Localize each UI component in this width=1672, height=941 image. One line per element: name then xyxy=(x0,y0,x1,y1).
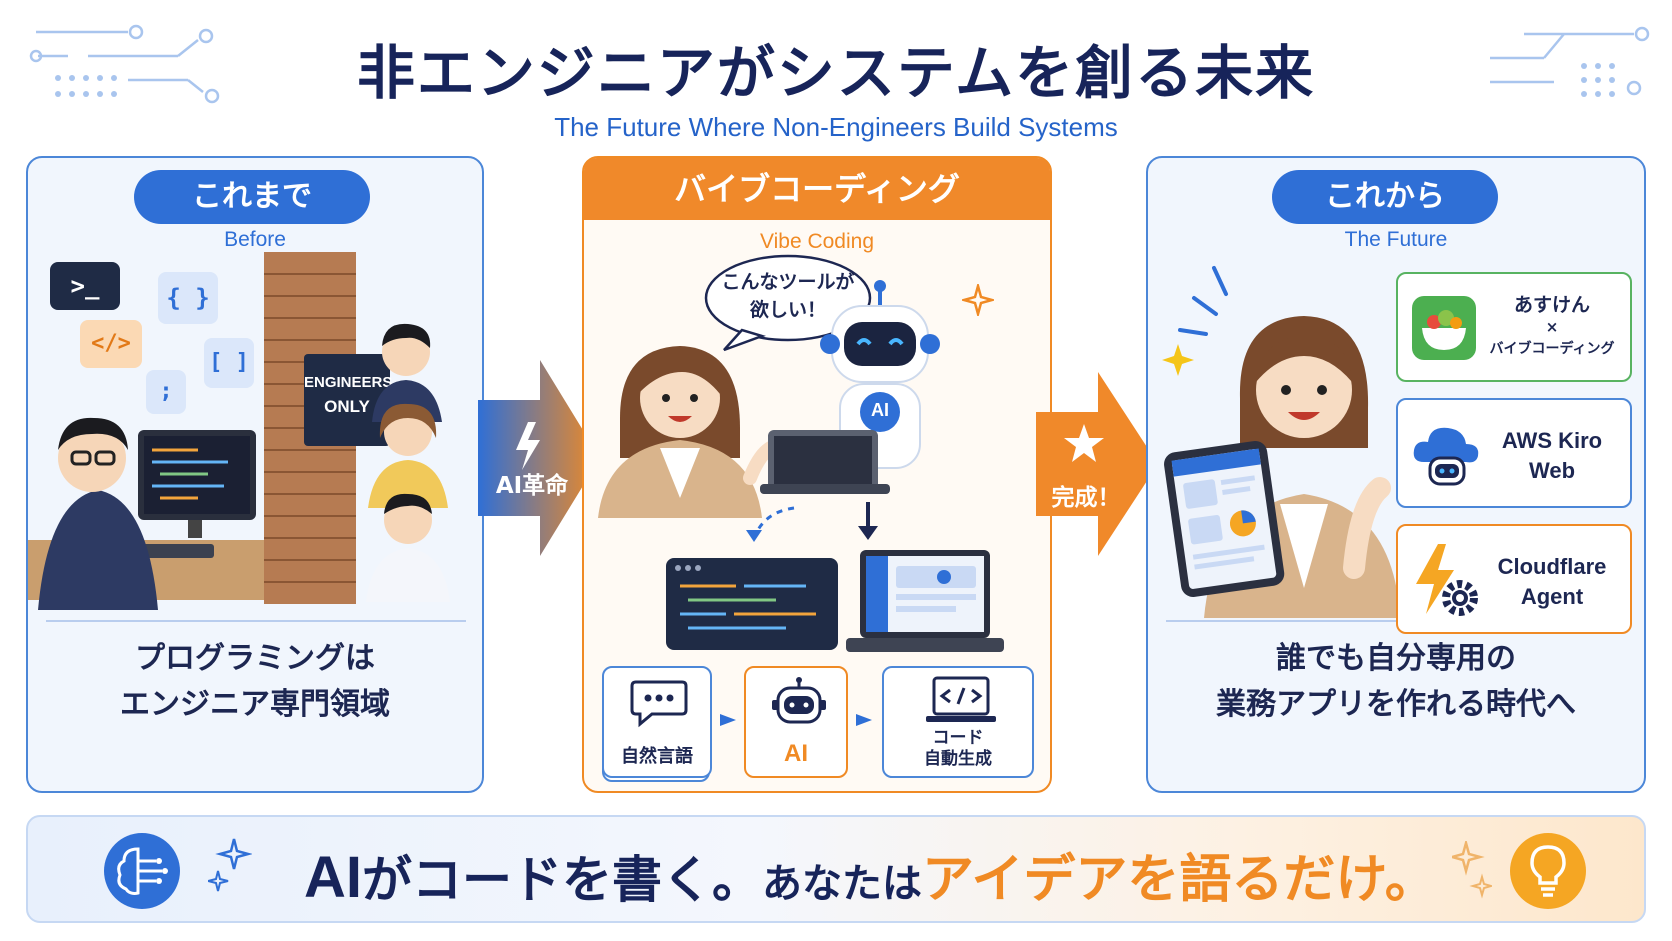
speech-line-2: 欲しい！ xyxy=(749,299,826,321)
before-divider xyxy=(46,620,466,622)
card-aws-line-1: AWS Kiro xyxy=(1501,428,1603,453)
speech-bubble-icon xyxy=(630,680,688,728)
sign-line-2: ONLY xyxy=(324,397,370,416)
before-caption-line-2: エンジニア専門領域 xyxy=(120,687,390,722)
code-editor-screen xyxy=(666,558,838,650)
sparkle-icon xyxy=(962,284,994,316)
flow-arrows xyxy=(746,502,878,542)
engineers-only-sign: ENGINEERS ONLY xyxy=(304,354,393,446)
card-aws-line-2: Web xyxy=(1528,458,1576,483)
card-asken-line-2: × xyxy=(1545,318,1559,336)
banner-part-1: AI xyxy=(304,845,362,910)
card-cloudflare-agent[interactable]: Cloudflare Agent xyxy=(1396,524,1632,634)
future-caption: 誰でも自分専用の 業務アプリを作れる時代へ xyxy=(1148,636,1644,728)
waiting-people-illustration xyxy=(366,323,450,602)
flow-label-code-gen-line-2: 自動生成 xyxy=(924,749,992,769)
card-asken-line-1: あすけん xyxy=(1513,294,1590,316)
happy-woman-tablet-illustration xyxy=(1162,266,1400,618)
before-panel: これまで Before >_ { } </> [ ] ; xyxy=(26,156,484,793)
vibe-coding-header: バイブコーディング xyxy=(584,158,1050,220)
arrow-1-label: AI革命 xyxy=(495,473,569,499)
robot-chest-label: AI xyxy=(871,400,889,420)
banner-tagline: AIがコードを書く。あなたはアイデアを語るだけ。 xyxy=(304,837,1437,912)
flow-label-code-gen-line-1: コード xyxy=(932,728,984,748)
future-pill: これから xyxy=(1272,170,1498,224)
banner-part-4: アイデアを語るだけ。 xyxy=(922,850,1437,910)
lightbulb-icon xyxy=(1510,833,1586,909)
vibe-coding-sub: Vibe Coding xyxy=(759,230,875,253)
circuit-decoration-left xyxy=(29,24,220,104)
ai-robot-illustration xyxy=(760,280,940,494)
flow-label-code-gen: コード 自動生成 xyxy=(884,728,1032,770)
cloud-robot-icon xyxy=(1413,427,1479,486)
future-sub: The Future xyxy=(1344,228,1448,251)
braces-tile: { } xyxy=(158,272,218,324)
card-asken-vibe-coding[interactable]: あすけん × バイブコーディング xyxy=(1396,272,1632,382)
future-panel: これから The Future 誰でも自分専用の 業務アプリを作れる時代へ xyxy=(1146,156,1646,793)
woman-speaking-illustration xyxy=(598,346,790,518)
robot-icon xyxy=(772,677,826,724)
flow-label-ai: AI xyxy=(784,740,808,767)
speech-bubble-text: こんなツールが 欲しい！ xyxy=(714,268,862,324)
flow-box-ai: AI xyxy=(744,666,848,778)
before-caption: プログラミングは エンジニア専門領域 xyxy=(28,636,482,728)
arrow-2-label: 完成！ xyxy=(1051,485,1121,511)
before-pill: これまで xyxy=(134,170,370,224)
flow-box-code-generation: コード 自動生成 xyxy=(882,666,1034,778)
lightning-gear-icon xyxy=(1416,544,1478,616)
before-sub: Before xyxy=(224,228,286,251)
card-asken-text: あすけん × バイブコーディング xyxy=(1482,294,1622,360)
sparkle-orange-icon xyxy=(1452,841,1492,899)
card-aws-text: AWS Kiro Web xyxy=(1482,426,1622,486)
page-subtitle: The Future Where Non-Engineers Build Sys… xyxy=(554,112,1118,142)
terminal-tile: >_ xyxy=(50,262,120,310)
before-caption-line-1: プログラミングは xyxy=(135,641,375,676)
bottom-banner: AIがコードを書く。あなたはアイデアを語るだけ。 xyxy=(26,815,1646,923)
page-title: 非エンジニアがシステムを創る未来 xyxy=(356,39,1316,107)
code-laptop-icon xyxy=(926,676,996,722)
card-cloudflare-line-1: Cloudflare xyxy=(1497,554,1607,579)
future-caption-line-2: 業務アプリを作れる時代へ xyxy=(1216,687,1576,722)
card-asken-line-3: バイブコーディング xyxy=(1489,341,1615,357)
card-cloudflare-line-2: Agent xyxy=(1520,584,1584,609)
semicolon-tile: ; xyxy=(146,370,186,414)
flow-label-natural-language: 自然言語 xyxy=(621,746,693,767)
speech-line-1: こんなツールが xyxy=(721,271,855,293)
brackets-tile: [ ] xyxy=(204,338,254,388)
complete-arrow xyxy=(1036,372,1158,556)
banner-part-3: あなたは xyxy=(762,861,922,907)
html-tag-tile: </> xyxy=(80,320,142,368)
salad-bowl-icon xyxy=(1412,296,1476,360)
sparkle-blue-icon xyxy=(208,838,252,892)
laptop-app-illustration xyxy=(846,550,1004,652)
speech-bubble xyxy=(704,254,872,352)
flow-box-natural-language: 自然言語 xyxy=(602,666,712,778)
card-aws-kiro-web[interactable]: AWS Kiro Web xyxy=(1396,398,1632,508)
card-cloudflare-text: Cloudflare Agent xyxy=(1482,552,1622,612)
programmer-illustration xyxy=(28,417,268,610)
circuit-decoration-right xyxy=(1490,26,1650,97)
brain-circuit-icon xyxy=(104,833,180,909)
ai-revolution-arrow xyxy=(478,360,600,556)
future-caption-line-1: 誰でも自分専用の xyxy=(1276,641,1516,676)
sign-line-1: ENGINEERS xyxy=(304,374,393,391)
banner-part-2: がコードを書く。 xyxy=(362,851,762,909)
flow-arrow-2 xyxy=(856,714,872,726)
flow-arrow-1 xyxy=(720,714,736,726)
